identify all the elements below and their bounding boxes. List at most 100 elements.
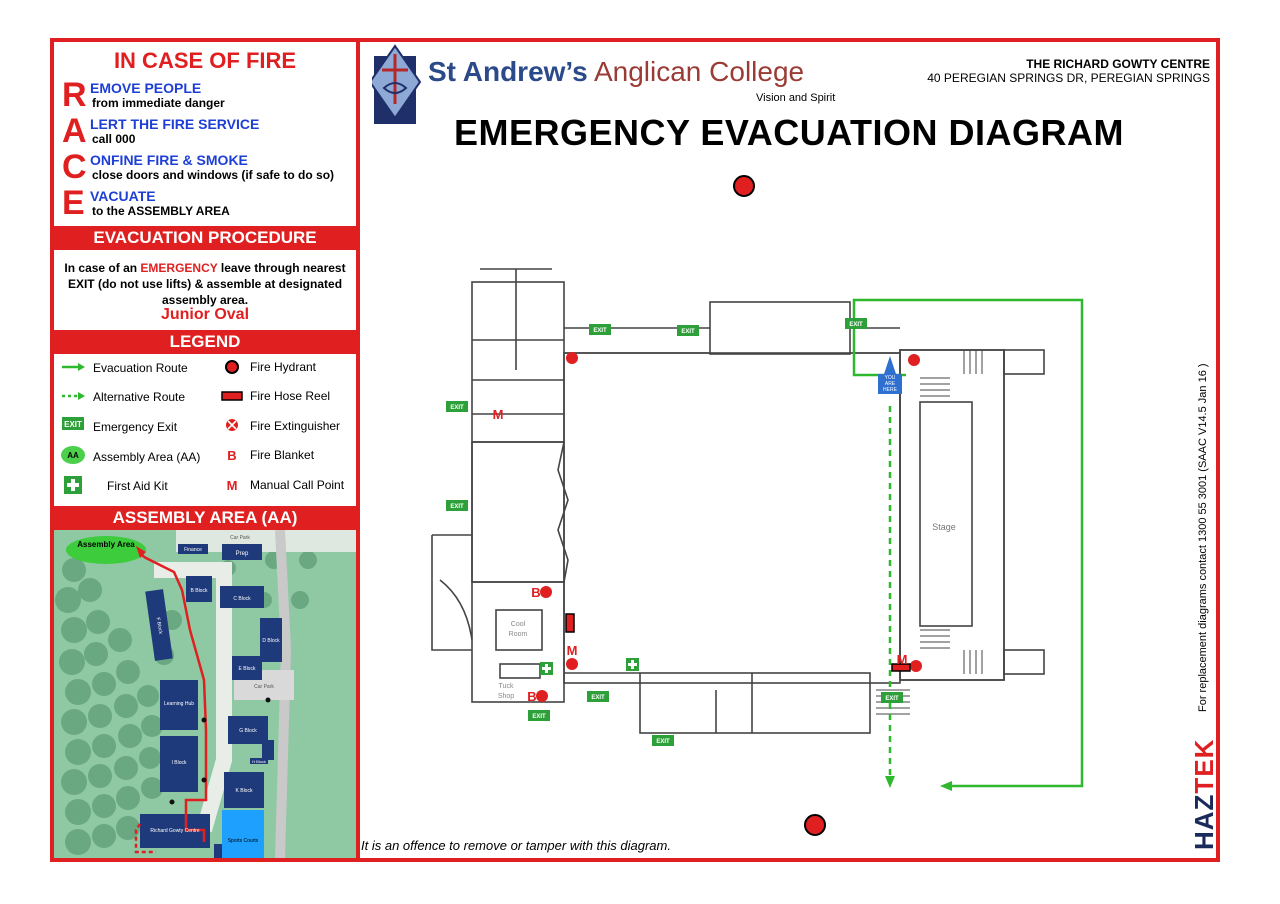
exit-sign-icon: EXIT: [587, 691, 609, 702]
site-map-drawing: Assembly Area Finance Car Park Prep B Bl…: [55, 530, 356, 858]
assembly-title: ASSEMBLY AREA (AA): [54, 506, 356, 530]
site-map: Assembly Area Finance Car Park Prep B Bl…: [54, 530, 356, 858]
hose-reel-icon: [891, 663, 911, 672]
centre-address-block: THE RICHARD GOWTY CENTRE 40 PEREGIAN SPR…: [927, 57, 1210, 85]
hose-reel-icon: [565, 613, 575, 633]
fire-blanket-icon: B: [227, 448, 236, 463]
race-step-c: C ONFINE FIRE & SMOKE close doors and wi…: [62, 148, 356, 188]
extinguisher-icon: [566, 352, 578, 364]
exit-sign-icon: EXIT: [62, 417, 84, 430]
svg-text:Car Park: Car Park: [254, 684, 274, 690]
svg-text:G Block: G Block: [239, 728, 257, 734]
svg-text:Cool: Cool: [511, 621, 526, 628]
svg-text:C Block: C Block: [233, 596, 251, 602]
column-divider: [356, 42, 360, 858]
race-head: EMOVE PEOPLE: [90, 80, 202, 96]
haztek-logo: HAZTEK: [1189, 738, 1219, 850]
fire-hydrant-icon: [804, 814, 826, 836]
legend-icons: EXIT AA B M: [61, 360, 243, 494]
extinguisher-icon: [908, 354, 920, 366]
fire-hydrant-icon: [225, 360, 239, 374]
svg-text:HERE: HERE: [883, 387, 898, 393]
floor-plan: Stage Cool Room Tuck Shop YOU ARE HERE E…: [431, 175, 1084, 836]
legend-label: Fire Extinguisher: [250, 419, 341, 433]
college-crest-icon: [372, 44, 422, 124]
call-point-icon: M: [897, 652, 908, 667]
legend-label: Assembly Area (AA): [93, 450, 201, 464]
race-sub: from immediate danger: [92, 96, 225, 110]
svg-text:Prep: Prep: [236, 551, 249, 557]
svg-text:Car Park: Car Park: [230, 535, 250, 541]
exit-sign-icon: EXIT: [652, 735, 674, 746]
legend-label: Fire Hose Reel: [250, 389, 331, 403]
green-arrow-icon: [62, 363, 85, 371]
svg-text:EXIT: EXIT: [450, 405, 464, 411]
procedure-title: EVACUATION PROCEDURE: [54, 226, 356, 250]
sign-frame: [50, 38, 1220, 862]
page-title: EMERGENCY EVACUATION DIAGRAM: [453, 112, 1125, 153]
procedure-text: In case of an EMERGENCY leave through ne…: [64, 261, 346, 307]
extinguisher-icon: [566, 658, 578, 670]
first-aid-icon: [64, 476, 82, 494]
fire-hydrant-icon: [733, 175, 755, 197]
exit-sign-icon: EXIT: [589, 324, 611, 335]
race-letter: C: [62, 148, 87, 186]
svg-text:K Block: K Block: [236, 788, 253, 794]
svg-text:Learning Hub: Learning Hub: [164, 701, 194, 707]
legend-title: LEGEND: [54, 330, 356, 354]
svg-text:EXIT: EXIT: [591, 695, 605, 701]
extinguisher-icon: [226, 419, 238, 431]
info-column: IN CASE OF FIRE R EMOVE PEOPLE from imme…: [54, 42, 356, 858]
exit-sign-icon: EXIT: [446, 500, 468, 511]
race-sub: to the ASSEMBLY AREA: [92, 204, 230, 218]
race-head: VACUATE: [90, 188, 156, 204]
extinguisher-icon: [540, 586, 552, 598]
svg-text:Tuck: Tuck: [499, 683, 514, 690]
race-step-e: E VACUATE to the ASSEMBLY AREA: [62, 184, 356, 224]
svg-text:AA: AA: [67, 451, 79, 460]
first-aid-icon: [540, 662, 553, 675]
race-step-r: R EMOVE PEOPLE from immediate danger: [62, 76, 356, 116]
call-point-icon: M: [567, 643, 578, 658]
svg-text:F Block: F Block: [155, 617, 164, 635]
centre-address: 40 PEREGIAN SPRINGS DR, PEREGIAN SPRINGS: [927, 71, 1210, 85]
svg-text:E Block: E Block: [239, 666, 256, 672]
tamper-notice: It is an offence to remove or tamper wit…: [361, 838, 671, 853]
fire-blanket-icon: B: [531, 585, 540, 600]
svg-text:Sports Courts: Sports Courts: [228, 838, 259, 844]
exit-sign-icon: EXIT: [677, 325, 699, 336]
extinguisher-icon: [910, 660, 922, 672]
legend-label: Manual Call Point: [250, 478, 345, 492]
svg-text:EXIT: EXIT: [849, 322, 863, 328]
stage-label: Stage: [932, 522, 956, 532]
svg-text:EXIT: EXIT: [681, 329, 695, 335]
exit-sign-icon: EXIT: [845, 318, 867, 329]
legend-label: First Aid Kit: [107, 479, 168, 493]
legend-label: Evacuation Route: [93, 361, 188, 375]
legend-label: Fire Blanket: [250, 448, 315, 462]
svg-text:EXIT: EXIT: [885, 696, 899, 702]
race-sub: call 000: [92, 132, 136, 146]
svg-text:EXIT: EXIT: [656, 739, 670, 745]
race-step-a: A LERT THE FIRE SERVICE call 000: [62, 112, 356, 152]
svg-text:Richard Gowty Centre: Richard Gowty Centre: [150, 828, 199, 834]
svg-text:I Block: I Block: [171, 760, 187, 766]
you-are-here-marker: YOU ARE HERE: [878, 356, 902, 394]
dashed-arrow-icon: [62, 392, 85, 400]
svg-text:ARE: ARE: [885, 381, 896, 387]
svg-text:EXIT: EXIT: [450, 504, 464, 510]
race-head: ONFINE FIRE & SMOKE: [90, 152, 248, 168]
svg-text:Assembly Area: Assembly Area: [77, 540, 135, 549]
college-tagline: Vision and Spirit: [756, 92, 836, 104]
race-sub: close doors and windows (if safe to do s…: [92, 168, 335, 182]
svg-text:D Block: D Block: [262, 638, 280, 644]
call-point-icon: M: [493, 407, 504, 422]
procedure-emergency: EMERGENCY: [140, 261, 218, 275]
svg-text:B Block: B Block: [191, 588, 208, 594]
race-letter: R: [62, 76, 87, 114]
replacement-contact: For replacement diagrams contact 1300 55…: [1197, 363, 1209, 712]
exit-sign-icon: EXIT: [528, 710, 550, 721]
hose-reel-icon: [221, 391, 243, 401]
evacuation-route: [852, 298, 1084, 788]
centre-name: THE RICHARD GOWTY CENTRE: [1026, 57, 1210, 71]
